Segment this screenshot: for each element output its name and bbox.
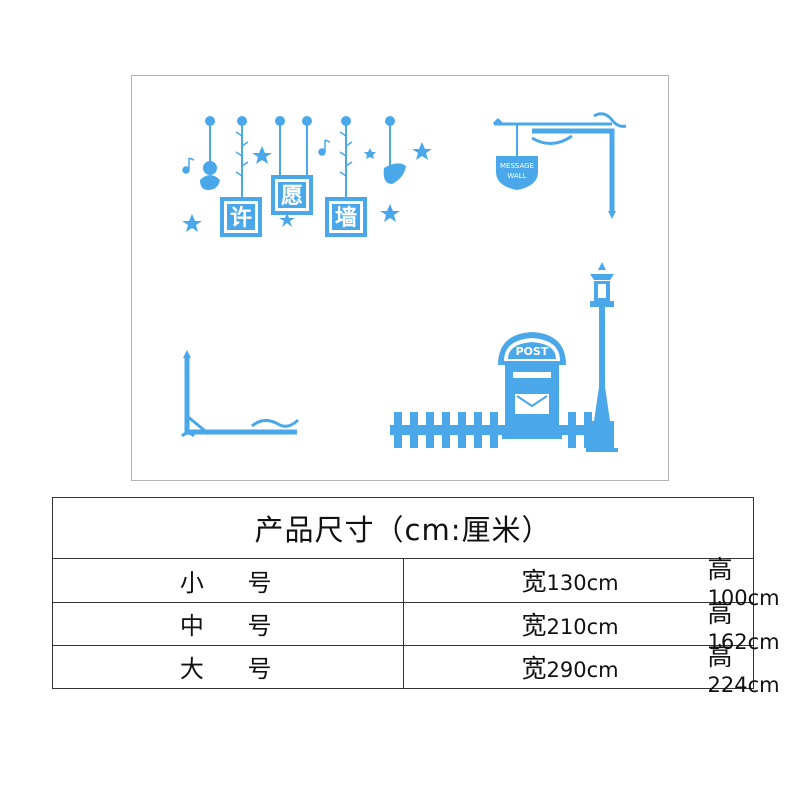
message-wall-line-1: MESSAGE	[500, 162, 534, 170]
width-value: 宽130cm	[521, 567, 619, 597]
size-dimensions: 宽130cm 高100cm	[402, 555, 780, 610]
height-value: 高224cm	[707, 641, 780, 697]
wish-sign-char-3: 墙	[335, 206, 357, 231]
size-name-small: 小 号	[52, 558, 404, 603]
wall-sticker-art: 许 愿 墙	[180, 112, 627, 452]
table-row: 中 号 宽210cm 高162cm	[52, 599, 780, 654]
wish-sign-3: 墙	[325, 197, 367, 237]
wish-sign-1: 许	[220, 197, 262, 237]
table-row: 大 号 宽290cm 高224cm	[52, 642, 780, 697]
fence	[390, 412, 612, 448]
bottle-icon	[383, 163, 406, 184]
size-table-title: 产品尺寸（cm:厘米）	[52, 496, 754, 560]
message-wall-sign: MESSAGE WALL	[496, 156, 538, 190]
size-dimensions: 宽210cm 高162cm	[402, 599, 780, 654]
size-name-medium: 中 号	[52, 601, 404, 646]
size-name-large: 大 号	[52, 644, 404, 690]
table-row: 小 号 宽130cm 高100cm	[52, 555, 780, 610]
product-size-table: 产品尺寸（cm:厘米） 小 号 宽130cm 高100cm 中 号 宽210cm…	[52, 496, 780, 697]
top-right-corner-bracket	[492, 112, 627, 219]
street-lamp	[586, 262, 618, 452]
wish-sign-char-2: 愿	[281, 184, 303, 209]
post-mailbox: POST	[498, 332, 566, 439]
bottom-left-corner-bracket	[180, 350, 300, 438]
bird-icon	[200, 175, 220, 190]
post-label: POST	[516, 345, 549, 358]
wish-sign-char-1: 许	[230, 205, 252, 231]
width-value: 宽290cm	[521, 653, 619, 683]
message-wall-line-2: WALL	[507, 172, 526, 180]
star-icons	[182, 142, 432, 232]
product-illustration: 许 愿 墙	[131, 75, 669, 481]
width-value: 宽210cm	[521, 610, 619, 640]
leaf-decoration	[235, 131, 353, 177]
hanging-strings	[203, 116, 395, 198]
music-note-icons	[182, 139, 331, 174]
wish-sign-2: 愿	[271, 175, 313, 215]
size-dimensions: 宽290cm 高224cm	[402, 642, 780, 697]
